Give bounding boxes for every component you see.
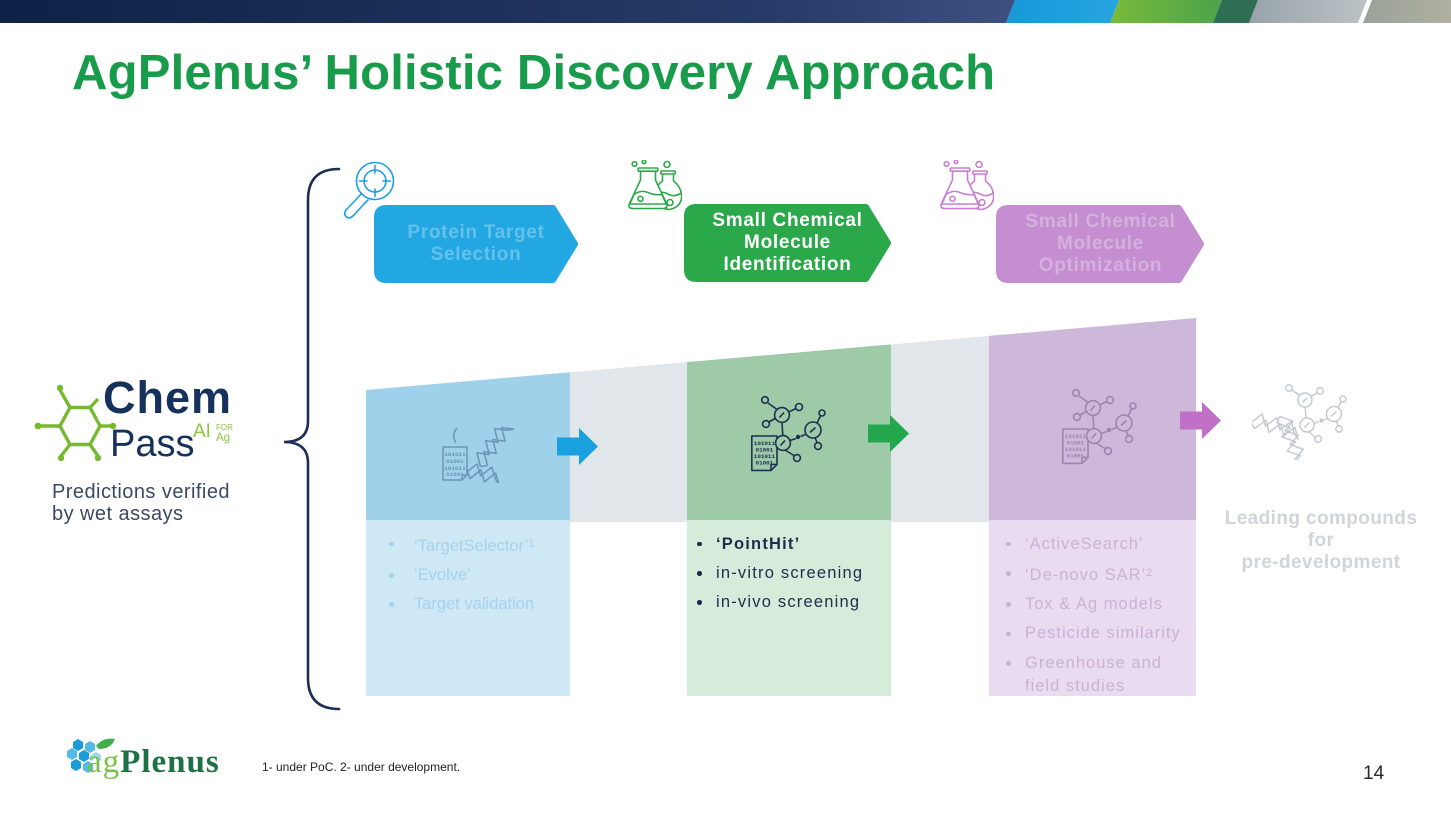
svg-text:01001: 01001 [756, 460, 774, 467]
svg-text:101011: 101011 [444, 451, 466, 458]
svg-text:01001: 01001 [446, 471, 464, 478]
svg-text:01001: 01001 [756, 447, 774, 454]
svg-text:01001: 01001 [1067, 440, 1085, 447]
svg-text:101011: 101011 [1065, 433, 1087, 440]
svg-text:101011: 101011 [754, 440, 776, 447]
svg-text:01001: 01001 [1067, 453, 1085, 460]
svg-text:01001: 01001 [446, 458, 464, 465]
svg-text:101011: 101011 [444, 465, 466, 472]
svg-text:101011: 101011 [1065, 446, 1087, 453]
svg-text:101011: 101011 [754, 453, 776, 460]
